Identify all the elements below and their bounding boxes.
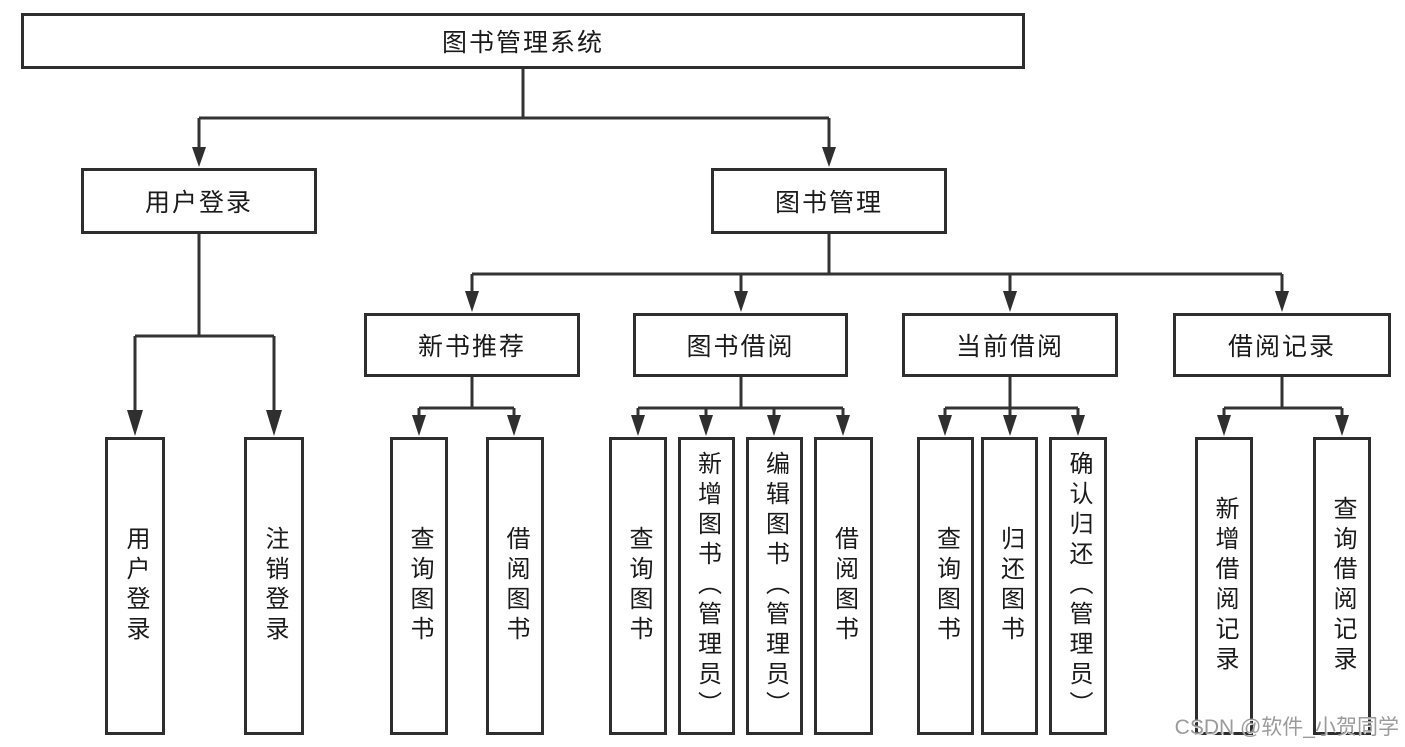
leaf-borrow-edit-books-label: 编辑图书（管理员）: [761, 451, 789, 721]
leaf-recommend-query-books-label: 查询图书: [406, 526, 433, 646]
leaf-current-query-books: 查询图书: [917, 437, 974, 735]
node-new-book-recommend: 新书推荐: [364, 313, 580, 377]
node-root-label: 图书管理系统: [441, 29, 604, 57]
leaf-records-add-record: 新增借阅记录: [1195, 437, 1253, 735]
leaf-records-query-record-label: 查询借阅记录: [1329, 496, 1356, 676]
leaf-recommend-query-books: 查询图书: [390, 437, 448, 735]
leaf-borrow-edit-books: 编辑图书（管理员）: [746, 437, 803, 735]
leaf-current-confirm-return-label: 确认归还（管理员）: [1065, 451, 1092, 721]
leaf-recommend-borrow-books-label: 借阅图书: [502, 526, 529, 646]
node-book-borrow: 图书借阅: [633, 313, 848, 377]
leaf-logout: 注销登录: [244, 437, 304, 735]
leaf-current-return-books: 归还图书: [981, 437, 1038, 735]
leaf-borrow-query-books: 查询图书: [609, 437, 667, 735]
node-new-book-recommend-label: 新书推荐: [417, 333, 526, 361]
leaf-borrow-borrow-books: 借阅图书: [814, 437, 873, 735]
leaf-records-query-record: 查询借阅记录: [1313, 437, 1371, 735]
node-book-management-label: 图书管理: [774, 189, 883, 217]
node-book-borrow-label: 图书借阅: [686, 333, 795, 361]
leaf-current-confirm-return: 确认归还（管理员）: [1049, 437, 1107, 735]
leaf-recommend-borrow-books: 借阅图书: [486, 437, 544, 735]
leaf-records-add-record-label: 新增借阅记录: [1211, 496, 1238, 676]
leaf-borrow-borrow-books-label: 借阅图书: [830, 526, 858, 646]
watermark: CSDN @软件_小贺同学: [1174, 716, 1399, 739]
leaf-borrow-query-books-label: 查询图书: [625, 526, 652, 646]
node-user-login: 用户登录: [81, 168, 317, 234]
node-book-management: 图书管理: [711, 168, 947, 234]
leaf-logout-label: 注销登录: [261, 526, 288, 646]
leaf-borrow-add-books: 新增图书（管理员）: [678, 437, 735, 735]
leaf-user-login-label: 用户登录: [122, 526, 149, 646]
node-borrow-records: 借阅记录: [1173, 313, 1391, 377]
leaf-user-login: 用户登录: [105, 437, 165, 735]
node-current-borrow-label: 当前借阅: [955, 333, 1064, 361]
leaf-borrow-add-books-label: 新增图书（管理员）: [693, 451, 721, 721]
node-current-borrow: 当前借阅: [902, 313, 1118, 377]
leaf-current-return-books-label: 归还图书: [996, 526, 1024, 646]
node-user-login-label: 用户登录: [144, 189, 253, 217]
node-root: 图书管理系统: [21, 13, 1025, 69]
leaf-current-query-books-label: 查询图书: [932, 526, 960, 646]
node-borrow-records-label: 借阅记录: [1227, 333, 1336, 361]
